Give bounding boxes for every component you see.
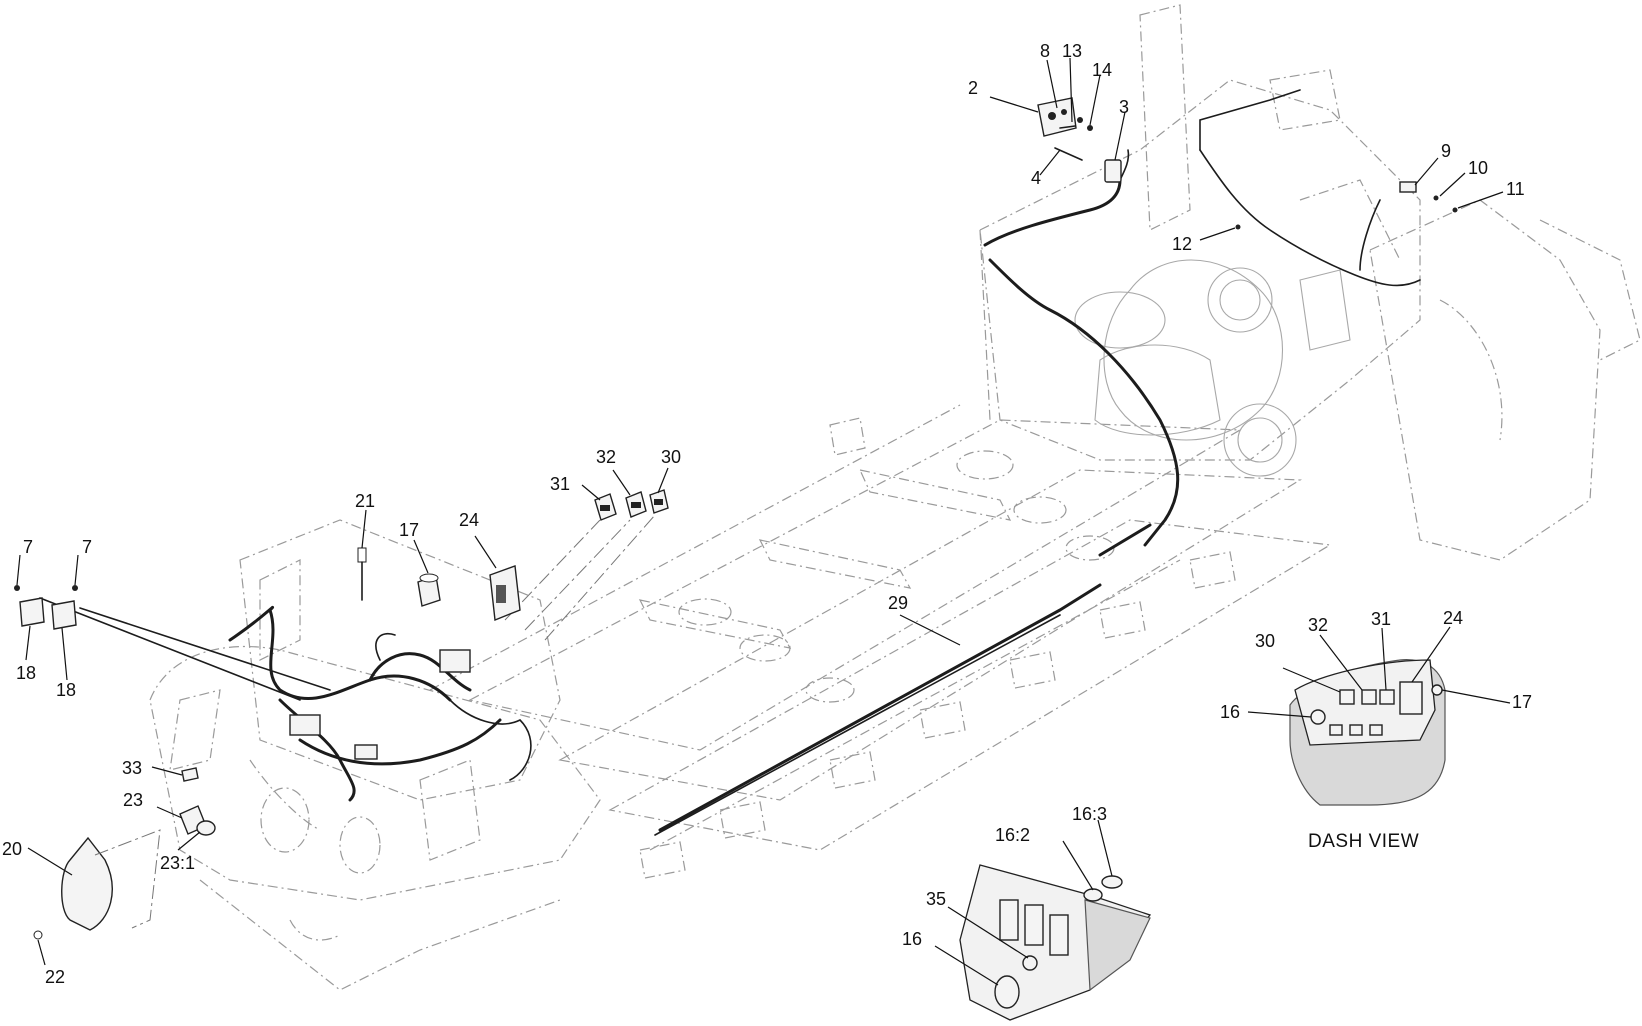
dash-panel-24 (1399, 681, 1423, 715)
callout-22: 22 (45, 967, 65, 987)
callout-32: 32 (596, 447, 616, 467)
dash-switch-30 (1339, 689, 1355, 705)
dash-view-title: DASH VIEW (1308, 831, 1419, 852)
callout-29: 29 (888, 593, 908, 613)
callout-16-3: 16:3 (1072, 804, 1107, 824)
callout-11: 11 (1506, 179, 1525, 199)
dash-knob-17 (1431, 684, 1443, 696)
relay-brackets (14, 585, 78, 630)
callout-23-1: 23:1 (160, 853, 195, 873)
callout-17: 17 (399, 520, 419, 540)
callout-16: 16 (902, 929, 922, 949)
callout-23: 23 (123, 790, 143, 810)
callout-33: 33 (122, 758, 142, 778)
dash-callout-31: 31 (1371, 609, 1391, 629)
dash-callout-32: 32 (1308, 615, 1328, 635)
callout-4: 4 (1031, 168, 1041, 188)
callout-16-2: 16:2 (995, 825, 1030, 845)
bracket-9 (1399, 181, 1417, 193)
callout-35: 35 (926, 889, 946, 909)
connector-3 (1104, 159, 1122, 183)
callout-9: 9 (1441, 141, 1451, 161)
horn-assembly (33, 767, 216, 940)
callout-18-left: 18 (16, 663, 36, 683)
rear-bracket-assembly (1037, 97, 1458, 230)
vehicle-frame (149, 4, 1641, 991)
callout-20: 20 (2, 839, 22, 859)
callout-30: 30 (661, 447, 681, 467)
dash-callout-24: 24 (1443, 608, 1463, 628)
callout-18-right: 18 (56, 680, 76, 700)
callout-7-left: 7 (23, 537, 33, 557)
dash-callout-16: 16 (1220, 702, 1240, 722)
callout-31: 31 (550, 474, 570, 494)
rear-wire-harness (983, 89, 1421, 547)
dash-switch-32 (1361, 689, 1377, 705)
dash-view-inset (1289, 659, 1446, 806)
front-dash-parts (357, 547, 521, 621)
dash-switch-31 (1379, 689, 1395, 705)
callout-21: 21 (355, 491, 375, 511)
dash-switches (504, 489, 669, 641)
callout-2: 2 (968, 78, 978, 98)
callout-13: 13 (1062, 41, 1082, 61)
relay-block (289, 714, 321, 736)
dash-switch-16 (1310, 709, 1326, 725)
callout-3: 3 (1119, 97, 1129, 117)
leader-lines (16, 57, 1511, 986)
callout-12: 12 (1172, 234, 1192, 254)
callout-7-right: 7 (82, 537, 92, 557)
callout-24: 24 (459, 510, 479, 530)
callout-labels: 2 8 13 14 3 4 9 10 11 12 32 30 31 21 17 … (2, 41, 1532, 987)
front-wire-harness (39, 597, 532, 802)
connector-block (354, 744, 378, 760)
harness-29 (654, 523, 1152, 836)
callout-8: 8 (1040, 41, 1050, 61)
dash-callout-30: 30 (1255, 631, 1275, 651)
fuse-block (439, 649, 471, 673)
callout-14: 14 (1092, 60, 1112, 80)
switch-detail-inset (959, 864, 1152, 1021)
dash-callout-17: 17 (1512, 692, 1532, 712)
callout-10: 10 (1468, 158, 1488, 178)
